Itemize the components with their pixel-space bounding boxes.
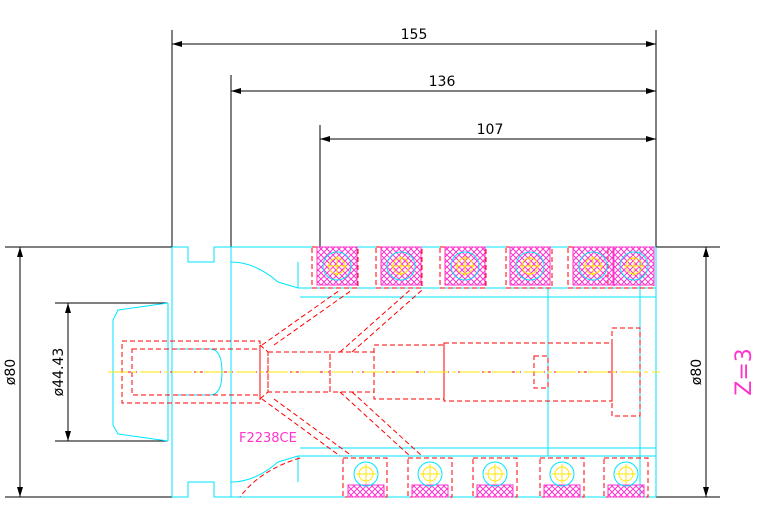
insert-screws xyxy=(322,251,649,487)
dim-length-overall: 155 xyxy=(401,27,428,43)
dimension-lines xyxy=(5,30,720,498)
inserts-top xyxy=(316,246,655,286)
flute-count-label: Z=3 xyxy=(732,348,757,396)
dim-diameter-bore: ø44.43 xyxy=(51,348,67,397)
dim-diameter-left: ø80 xyxy=(3,359,19,385)
part-outline xyxy=(112,246,657,498)
dim-length-short: 107 xyxy=(477,122,504,138)
dim-diameter-right: ø80 xyxy=(689,359,705,385)
part-number-label: F2238CE xyxy=(239,431,297,446)
dim-length-mid: 136 xyxy=(429,74,456,90)
inserts-bottom xyxy=(347,484,645,498)
